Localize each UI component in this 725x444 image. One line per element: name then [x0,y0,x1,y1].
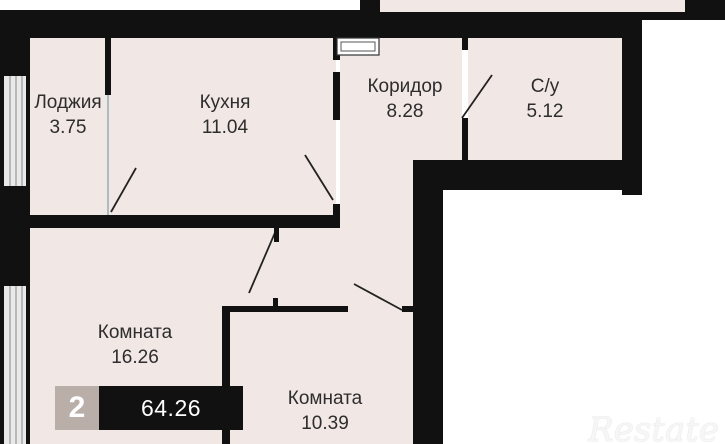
wall-right-lower [413,160,443,444]
room-label-loggia: Лоджия 3.75 [28,90,108,140]
watermark-logo: Restate [588,410,719,444]
window-loggia [4,76,26,186]
room-label-kitchen: Кухня 11.04 [170,90,280,140]
door-kitchen [304,154,334,201]
room-name: С/у [530,76,560,97]
wall-corridor-bath [462,38,468,50]
door-loggia [110,167,137,213]
room-label-bathroom: С/у 5.12 [500,74,590,124]
room-area: 16.26 [111,347,159,368]
total-area: 64.26 [99,386,243,430]
room-name: Кухня [199,92,251,113]
wall-corridor-bath-2 [462,118,468,160]
wall-kitchen-corridor-2 [333,72,340,120]
floor-bath [468,38,622,160]
wall-room1-top [0,215,340,228]
floor-kitchen [111,38,336,215]
room-area: 8.28 [386,101,424,122]
room-name: Коридор [367,76,443,97]
room-label-corridor: Коридор 8.28 [350,74,460,124]
room-name: Лоджия [34,92,102,113]
wall-room1-top-stub [333,204,340,228]
door-jamb-room1 [274,228,279,242]
room-area: 10.39 [301,413,349,434]
wall-right-bath [622,20,642,195]
floor-corridor [340,38,462,160]
floor-room2 [230,312,413,444]
wall-bath-bottom [413,160,642,190]
room-area: 3.75 [49,117,87,138]
apartment-badge: 2 64.26 [55,386,243,430]
room-label-room1: Комната 16.26 [75,320,195,370]
room-count: 2 [55,386,99,430]
room-area: 11.04 [201,117,249,138]
room-area: 5.12 [526,101,564,122]
room-name: Комната [97,322,173,343]
floor-top-strip [380,0,685,12]
window-kitchen [105,95,111,215]
room-name: Комната [287,388,363,409]
wall-room2-left [222,306,230,444]
door-bath [461,74,493,119]
wall-room2-top [222,306,348,312]
room-label-room2: Комната 10.39 [265,386,385,436]
wall-room2-top-right [402,306,413,312]
door-room1 [248,227,278,294]
floor-loggia [30,38,108,215]
door-jamb-room2 [273,298,278,312]
window-room1 [4,286,26,444]
door-room2 [353,283,403,311]
radiator-icon [336,37,380,56]
